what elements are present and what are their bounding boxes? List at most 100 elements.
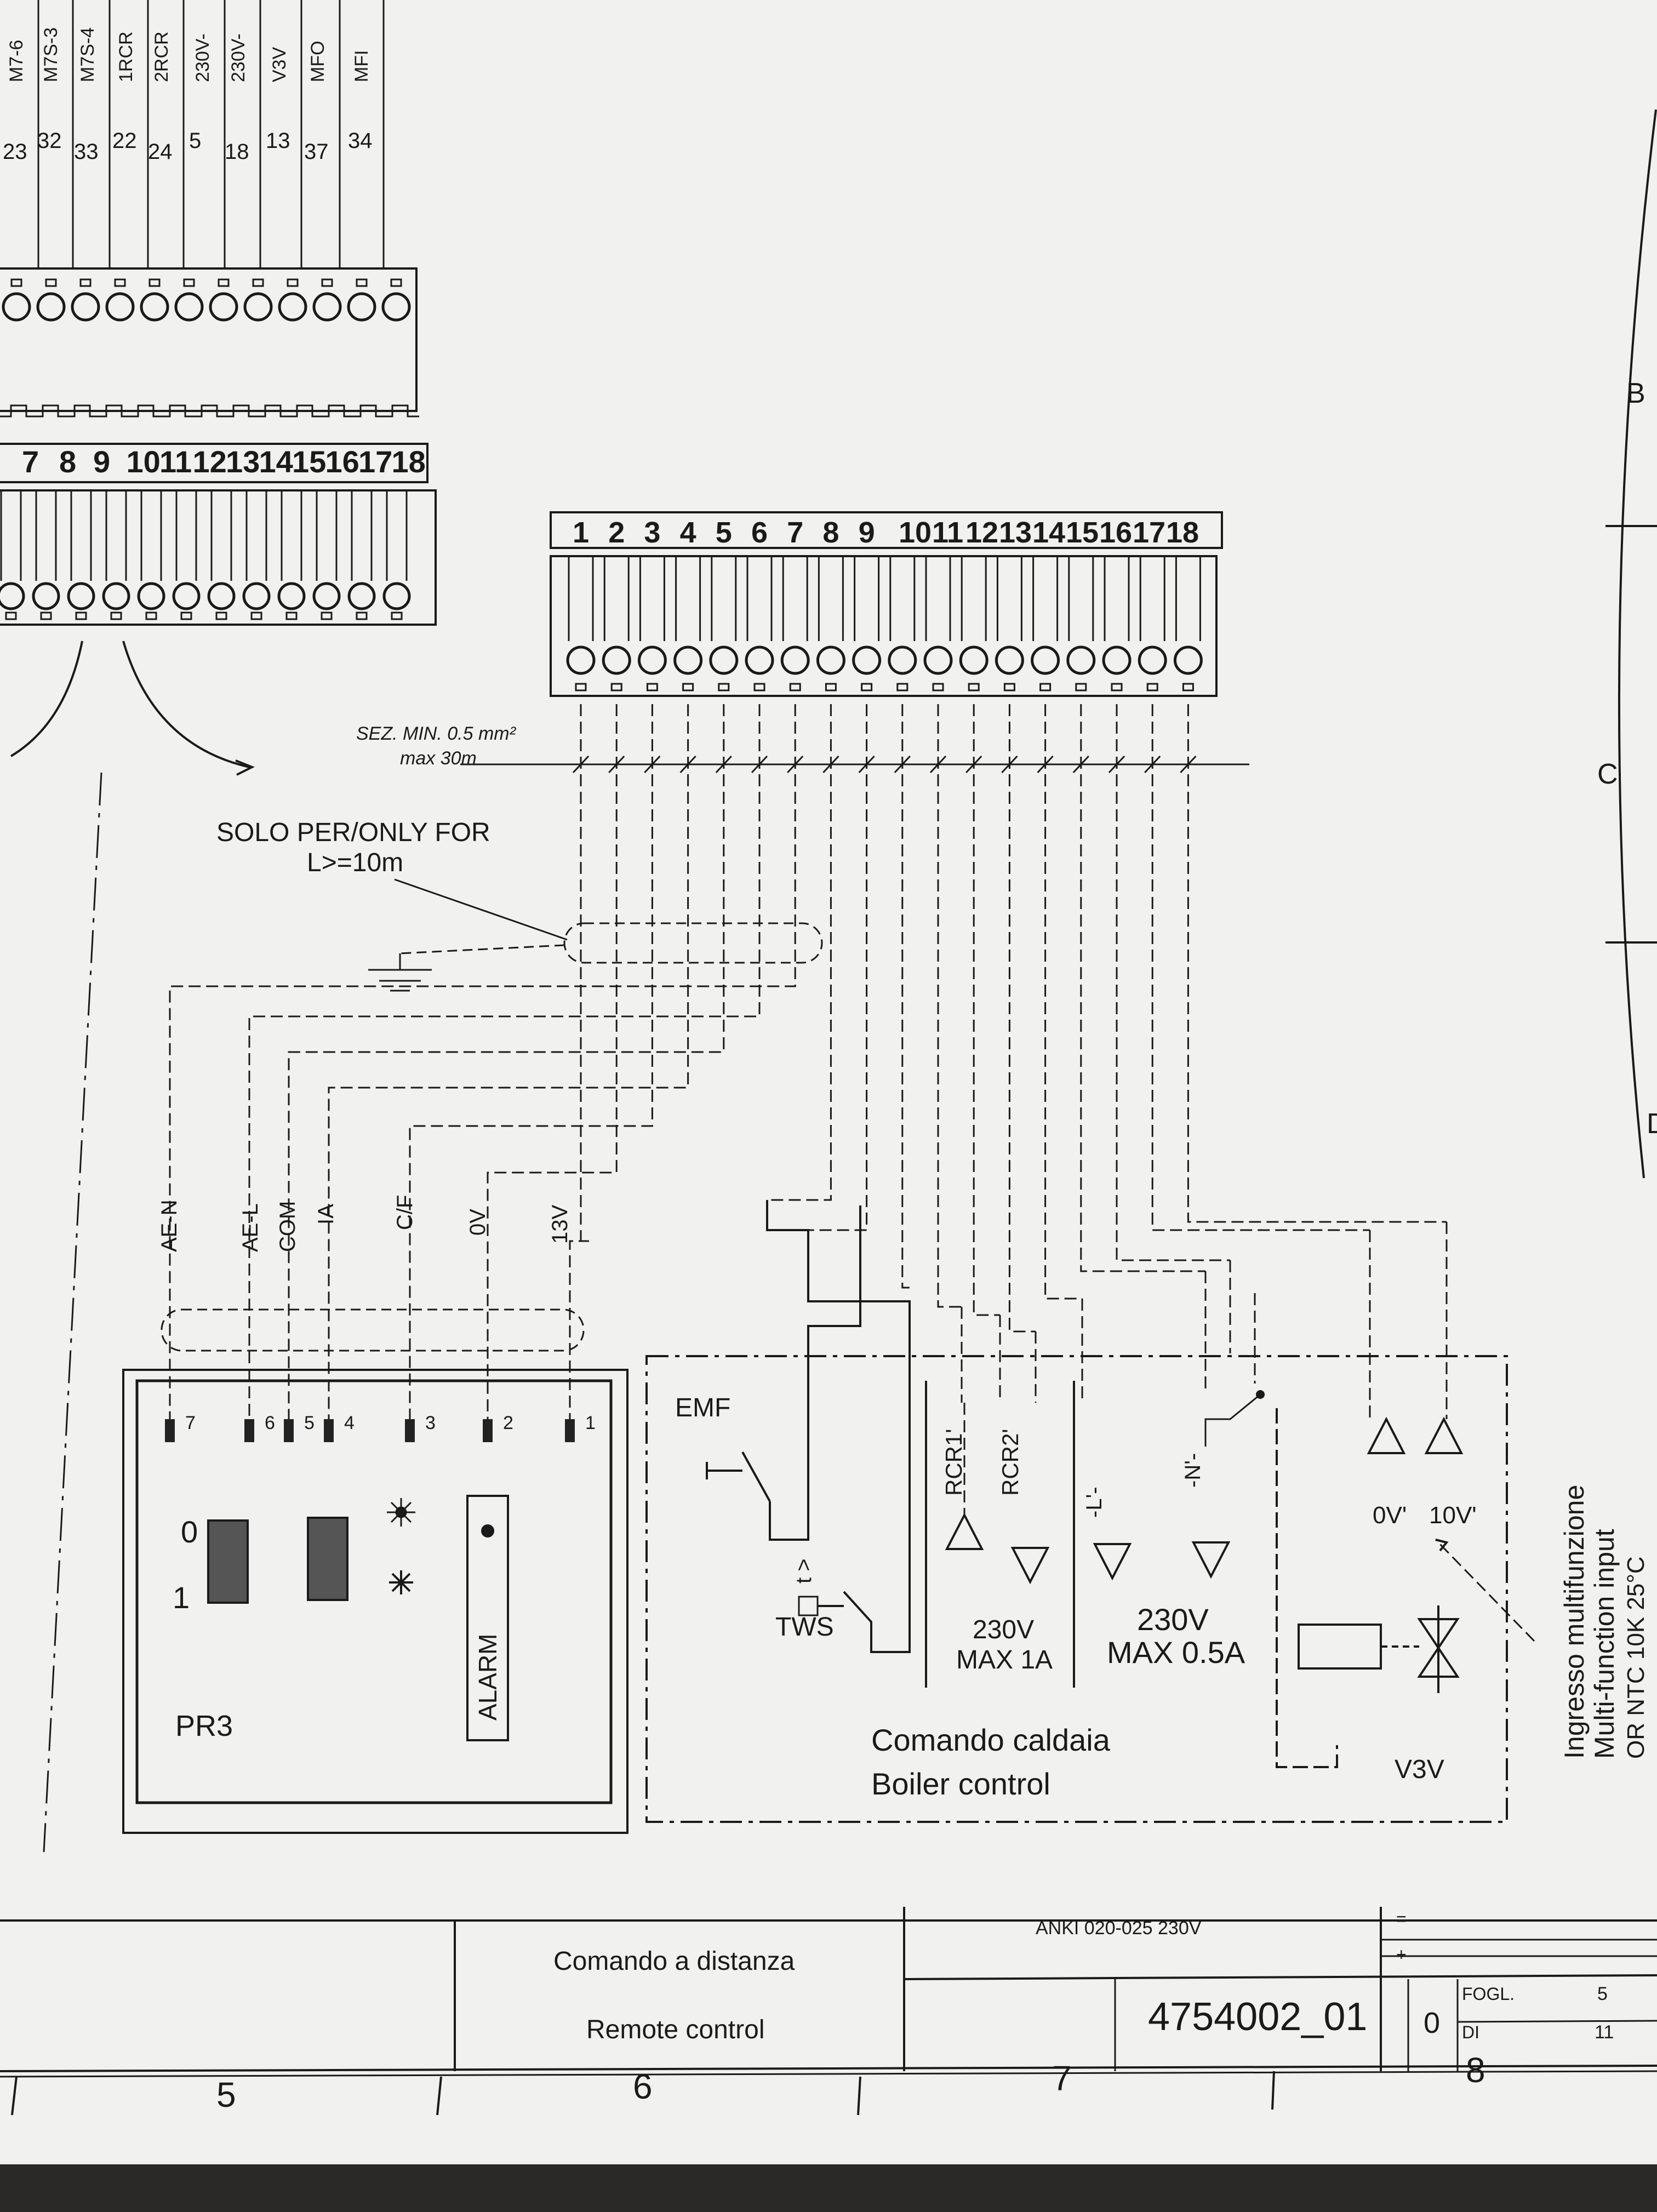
strip-number: 2 xyxy=(608,516,625,549)
strip-number: 7 xyxy=(22,444,39,479)
terminal-slot xyxy=(789,683,801,691)
snowflake-icon xyxy=(389,1570,413,1594)
cable-spec-text: SEZ. MIN. 0.5 mm² xyxy=(356,723,517,744)
strip-number: 18 xyxy=(1166,516,1199,549)
title-drawing-no: 4754002_01 xyxy=(1148,1995,1367,2039)
terminal-slot xyxy=(718,683,730,691)
switch-label-0: 0 xyxy=(181,1514,198,1549)
pr3-wire xyxy=(169,704,796,1419)
l-label: -L'- xyxy=(1082,1487,1106,1518)
terminal-slot xyxy=(610,683,622,691)
rating1-current: MAX 1A xyxy=(956,1645,1053,1674)
terminal-slot xyxy=(180,611,192,620)
screw-terminal xyxy=(209,292,238,322)
screw-terminal xyxy=(2,292,31,322)
sheet-border-arc xyxy=(1618,109,1657,1179)
pr3-terminal-number: 2 xyxy=(503,1413,513,1433)
terminal-slot xyxy=(321,278,333,287)
terminal-slot xyxy=(145,611,157,620)
alarm-box xyxy=(466,1495,509,1741)
strip-number: 10 xyxy=(127,444,161,479)
title-di-label: DI xyxy=(1462,2022,1479,2042)
boiler-wire xyxy=(901,704,910,1289)
screw-terminal xyxy=(816,645,845,675)
screw-terminal xyxy=(1138,645,1167,675)
tws-label: TWS xyxy=(775,1613,834,1642)
terminal-number: 5 xyxy=(189,129,201,153)
boiler-wire xyxy=(1151,704,1370,1231)
screw-terminal xyxy=(566,645,596,675)
screw-terminal xyxy=(140,292,169,322)
strip-number: 8 xyxy=(59,444,76,479)
connector-body xyxy=(0,267,418,412)
strip-number: 4 xyxy=(680,516,696,549)
n-terminal-symbol xyxy=(1191,1541,1231,1579)
shield-note-line2: L>=10m xyxy=(307,848,403,877)
pr3-wire xyxy=(288,704,725,1419)
terminal-slot xyxy=(285,611,298,620)
switch-mode[interactable] xyxy=(307,1517,348,1601)
terminal-slot xyxy=(968,683,980,691)
screw-terminal xyxy=(277,582,306,610)
screw-terminal xyxy=(995,645,1024,675)
strip-number: 7 xyxy=(787,516,803,549)
strip-number: 11 xyxy=(932,516,963,549)
signal-label: V3V xyxy=(269,47,290,82)
terminal-number: 23 xyxy=(3,140,27,164)
signal-label: 230V- xyxy=(228,33,249,82)
cable-spec-length: max 30m xyxy=(400,748,477,769)
terminal-slot xyxy=(5,611,17,620)
strip-number: 15 xyxy=(292,444,326,479)
boiler-wire xyxy=(1044,704,1082,1300)
pr3-terminal-pin xyxy=(483,1419,493,1442)
screw-terminal xyxy=(347,292,376,322)
screw-terminal xyxy=(105,292,135,322)
strip-number-bar xyxy=(550,511,1223,549)
title-fogl-label: FOGL. xyxy=(1462,1984,1515,2004)
row-letter-c: C xyxy=(1597,758,1618,790)
screw-terminal xyxy=(207,582,236,610)
terminal-slot xyxy=(391,611,403,620)
boiler-control-box xyxy=(645,1355,1508,1823)
terminal-slot xyxy=(1182,683,1194,691)
column-tick-2 xyxy=(436,2076,442,2116)
switch-label-1: 1 xyxy=(173,1580,190,1615)
terminal-slot xyxy=(575,683,587,691)
title-fogl-value: 5 xyxy=(1597,1984,1608,2004)
terminal-slot xyxy=(682,683,694,691)
terminal-slot xyxy=(183,278,195,287)
top-terminal-block: M7-623M7S-332M7S-4331RCR222RCR24230V-523… xyxy=(0,0,419,418)
wire-label: 0V xyxy=(466,1209,490,1236)
terminal-slot xyxy=(1003,683,1015,691)
strip-number: 9 xyxy=(93,444,110,479)
terminal-slot xyxy=(148,278,161,287)
signal-label: M7S-3 xyxy=(41,27,61,82)
strip-number: 1 xyxy=(573,516,589,549)
title-rev: 0 xyxy=(1424,2007,1440,2039)
signal-label: 230V- xyxy=(192,33,213,82)
boundary-line xyxy=(43,772,102,1853)
boiler-wire xyxy=(767,704,832,1201)
screw-terminal xyxy=(602,645,631,675)
rcr1-terminal-symbol xyxy=(945,1512,984,1550)
strip-number: 17 xyxy=(1133,516,1165,549)
rcr2-terminal-symbol xyxy=(1010,1547,1050,1585)
pr3-wire xyxy=(328,704,689,1419)
terminal-slot xyxy=(321,611,333,620)
zero-volt-label: 0V' xyxy=(1373,1502,1407,1529)
switch-0-1[interactable] xyxy=(207,1519,249,1604)
terminal-slot xyxy=(287,278,299,287)
screw-terminal xyxy=(780,645,810,675)
cable-wires xyxy=(169,704,1448,1419)
screw-terminal xyxy=(312,292,342,322)
screw-terminal xyxy=(67,582,95,610)
ground-wire xyxy=(399,944,565,954)
terminal-slot xyxy=(1039,683,1052,691)
screw-terminal xyxy=(923,645,953,675)
column-strip-top xyxy=(0,2070,1657,2078)
terminal-slot xyxy=(40,611,52,620)
terminal-slot xyxy=(215,611,227,620)
screw-terminal xyxy=(0,582,25,610)
terminal-slot xyxy=(356,278,368,287)
screw-terminal xyxy=(1066,645,1096,675)
